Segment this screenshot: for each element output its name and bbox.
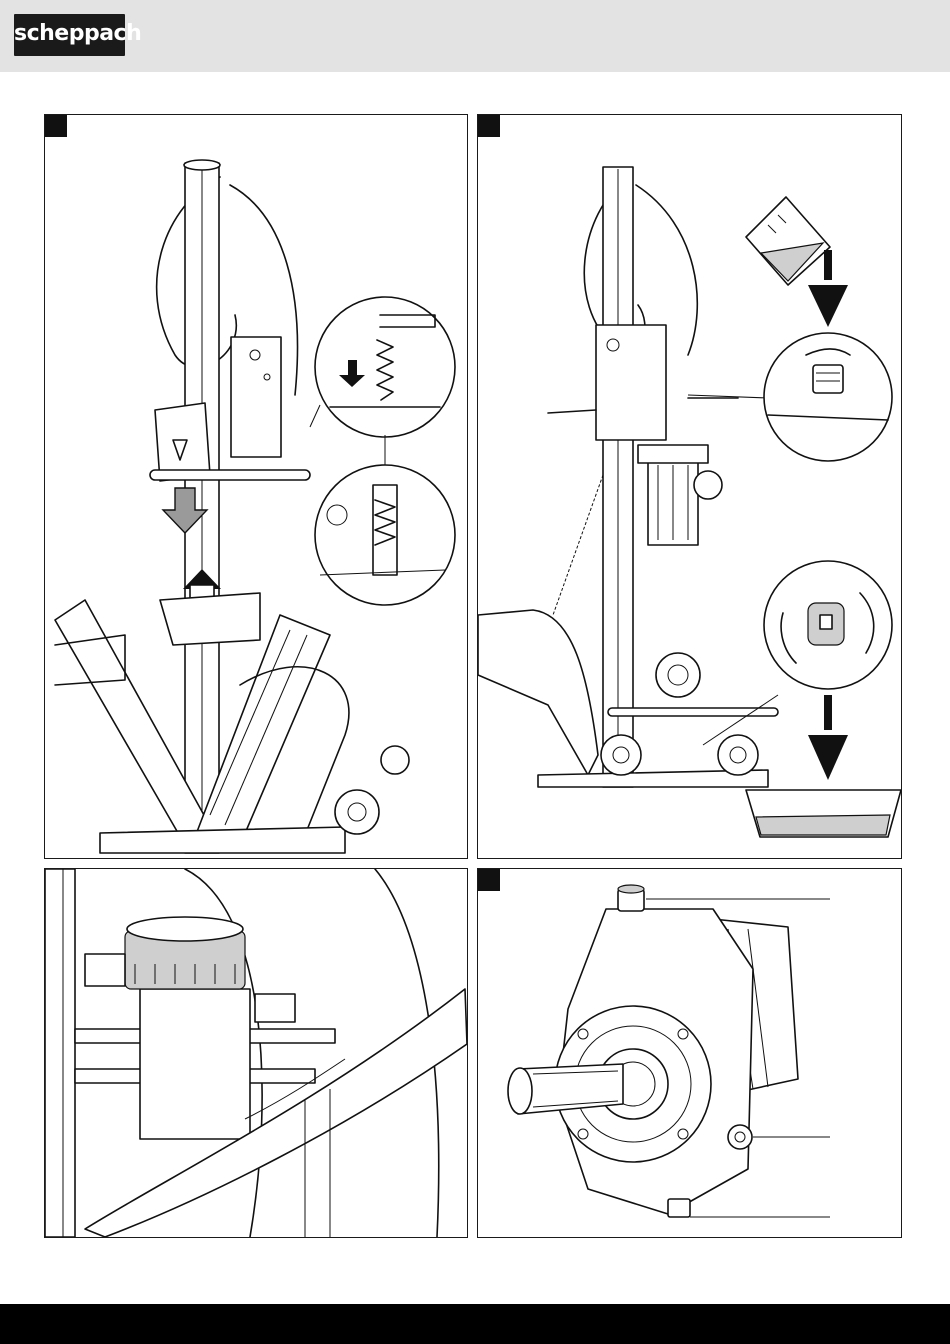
figure-2-illustration	[478, 115, 901, 858]
brand-logo-text: scheppach	[14, 21, 125, 46]
figure-2-panel	[477, 114, 902, 859]
header-band: scheppach	[0, 0, 950, 72]
figure-1-illustration	[45, 115, 467, 858]
figure-3-illustration	[45, 869, 467, 1237]
footer-band	[0, 1304, 950, 1344]
figure-4-illustration	[478, 869, 901, 1237]
figure-3-panel	[44, 868, 468, 1238]
brand-logo: scheppach	[14, 14, 125, 56]
figure-4-panel	[477, 868, 902, 1238]
figure-1-panel	[44, 114, 468, 859]
